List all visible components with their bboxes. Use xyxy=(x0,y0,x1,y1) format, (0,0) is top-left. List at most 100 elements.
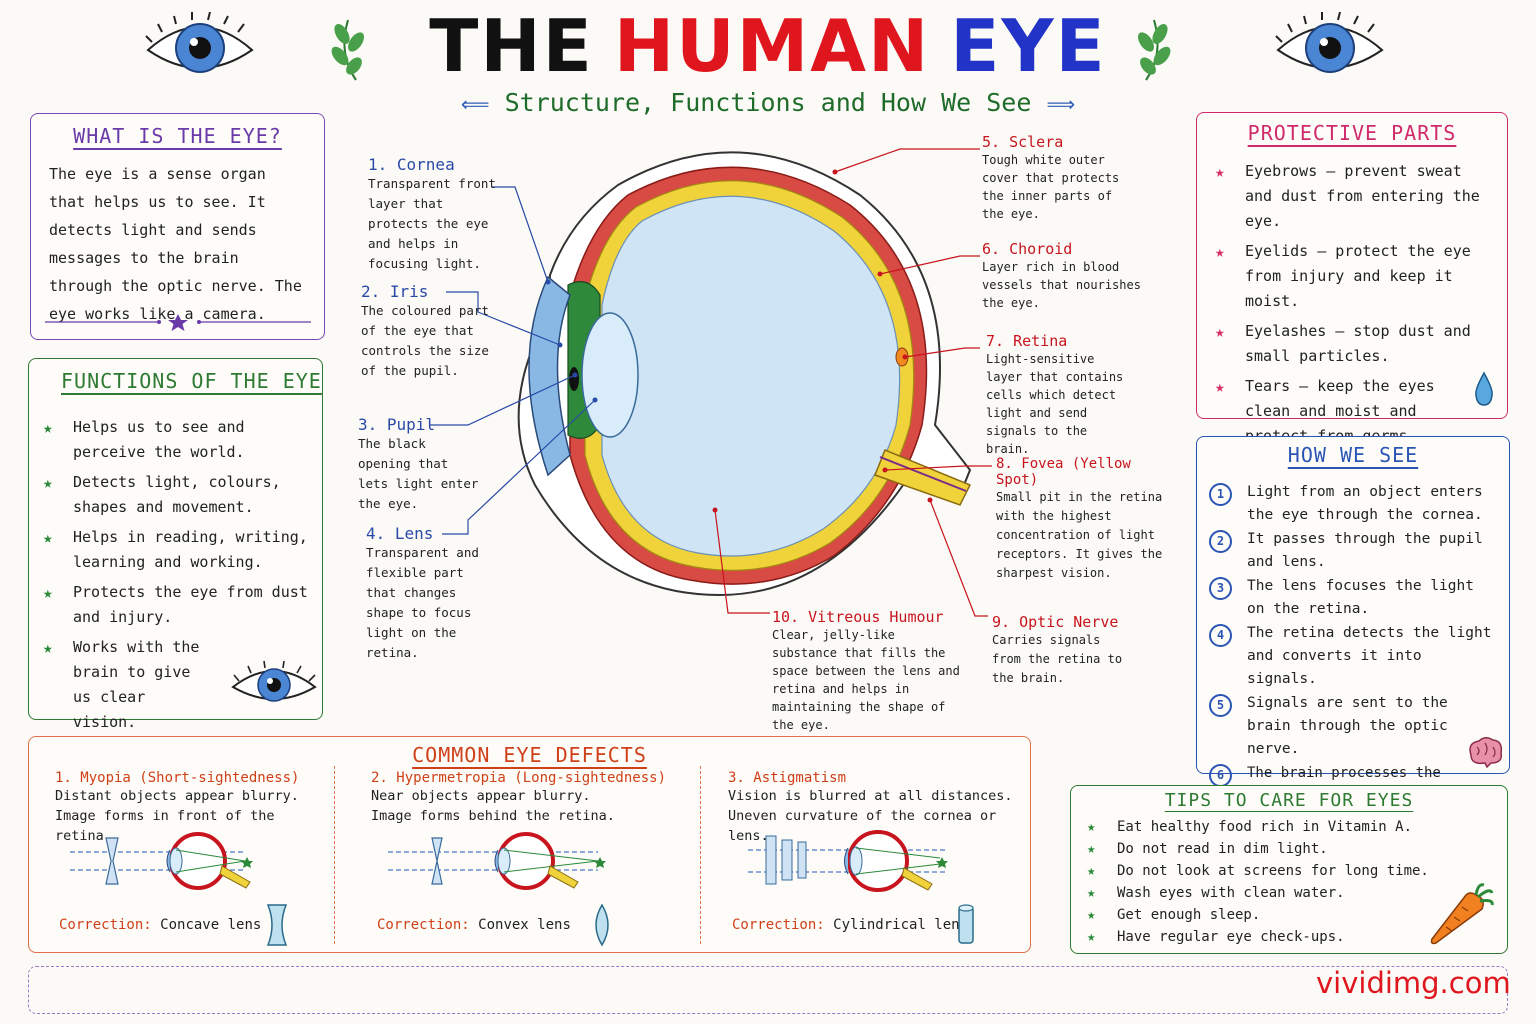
label-iris-desc: The coloured part of the eye that contro… xyxy=(361,303,489,378)
label-iris: 2. Iris The coloured part of the eye tha… xyxy=(361,282,491,381)
carrot-icon xyxy=(1430,883,1494,945)
list-item: ★Helps in reading, writing, learning and… xyxy=(43,528,308,571)
defect-astigmatism-correction: Correction: Cylindrical lens xyxy=(732,917,969,933)
label-sclera-desc: Tough white outer cover that protects th… xyxy=(982,153,1120,221)
protective-list: ★Eyebrows – prevent sweat and dust from … xyxy=(1197,145,1507,449)
brain-icon xyxy=(1469,737,1503,769)
list-item: ★Eyebrows – prevent sweat and dust from … xyxy=(1215,162,1480,230)
label-retina-desc: Light-sensitive layer that contains cell… xyxy=(986,352,1124,456)
defect-hypermetropia-title: 2. Hypermetropia (Long-sightedness) xyxy=(371,770,667,786)
label-lens: 4. Lens Transparent and flexible part th… xyxy=(366,524,496,663)
functions-panel: FUNCTIONS OF THE EYE ★Helps us to see an… xyxy=(28,358,323,731)
protective-parts-panel: PROTECTIVE PARTS ★Eyebrows – prevent swe… xyxy=(1196,112,1508,445)
how-we-see-heading: HOW WE SEE xyxy=(1287,443,1419,467)
defect-hypermetropia-line1: Near objects appear blurry. xyxy=(371,788,591,804)
defect-hypermetropia-correction: Correction: Convex lens xyxy=(377,917,571,933)
defect-hypermetropia-line2: Image forms behind the retina. xyxy=(371,808,615,824)
list-item: ★Do not read in dim light. xyxy=(1087,841,1328,857)
label-choroid-desc: Layer rich in blood vessels that nourish… xyxy=(982,260,1141,310)
label-cornea: 1. Cornea Transparent front layer that p… xyxy=(368,155,508,274)
title-word-the: THE xyxy=(429,4,594,88)
label-optic-nerve: 9. Optic Nerve Carries signals from the … xyxy=(992,613,1132,688)
pupil-shape xyxy=(569,367,579,391)
list-item: ★Eyelashes – stop dust and small particl… xyxy=(1215,322,1471,365)
cylindrical-lens-icon xyxy=(958,904,974,944)
vitreous-humour-shape xyxy=(601,195,901,557)
eye-cross-section-diagram xyxy=(517,151,972,597)
protective-heading: PROTECTIVE PARTS xyxy=(1247,121,1457,145)
functions-list: ★Helps us to see and perceive the world.… xyxy=(29,393,322,735)
label-pupil: 3. Pupil The black opening that lets lig… xyxy=(358,415,483,514)
defect-astigmatism-title: 3. Astigmatism xyxy=(728,770,847,786)
defect-myopia: 1. Myopia (Short-sightedness) Distant ob… xyxy=(55,770,330,846)
leaf-sprig-icon xyxy=(1138,19,1171,81)
label-choroid: 6. Choroid Layer rich in blood vessels t… xyxy=(982,240,1142,312)
label-choroid-name: 6. Choroid xyxy=(982,240,1073,258)
defect-astigmatism-line2: Uneven curvature of the cornea or lens. xyxy=(728,808,997,844)
defect-astigmatism: 3. Astigmatism Vision is blurred at all … xyxy=(728,770,1028,846)
defect-myopia-line1: Distant objects appear blurry. xyxy=(55,788,299,804)
title-word-eye: EYE xyxy=(950,4,1107,88)
tips-heading: TIPS TO CARE FOR EYES xyxy=(1164,790,1414,811)
page-subtitle: ⟸ Structure, Functions and How We See ⟹ xyxy=(0,88,1536,117)
label-pupil-desc: The black opening that lets light enter … xyxy=(358,436,479,511)
defect-myopia-line2: Image forms in front of the retina. xyxy=(55,808,275,844)
list-item: ★Have regular eye check-ups. xyxy=(1087,929,1345,945)
myopia-ray-diagram xyxy=(70,832,253,890)
fovea-shape xyxy=(895,347,909,367)
defect-hypermetropia: 2. Hypermetropia (Long-sightedness) Near… xyxy=(371,770,696,826)
label-optic-name: 9. Optic Nerve xyxy=(992,613,1119,631)
label-fovea-name: 8. Fovea (Yellow Spot) xyxy=(996,456,1131,488)
defects-divider xyxy=(700,766,701,944)
label-lens-name: 4. Lens xyxy=(366,524,434,543)
astigmatism-ray-diagram xyxy=(748,830,948,892)
defects-heading: COMMON EYE DEFECTS xyxy=(412,743,647,767)
arrow-right-icon: ⟹ xyxy=(1046,92,1076,116)
list-item: ★Protects the eye from dust and injury. xyxy=(43,583,308,626)
leaf-sprig-icon xyxy=(331,19,364,81)
label-iris-name: 2. Iris xyxy=(361,282,429,301)
defect-myopia-title: 1. Myopia (Short-sightedness) xyxy=(55,770,300,786)
label-vitreous-humour: 10. Vitreous Humour Clear, jelly-like su… xyxy=(772,608,967,734)
label-retina-name: 7. Retina xyxy=(986,332,1068,350)
label-pupil-name: 3. Pupil xyxy=(358,415,436,434)
watermark: vividimg.com xyxy=(1316,966,1511,1000)
hypermetropia-ray-diagram xyxy=(388,832,606,890)
list-item: ★Works with the brain to give us clear v… xyxy=(43,638,200,731)
list-item: ★Detects light, colours, shapes and move… xyxy=(43,473,281,516)
label-retina: 7. Retina Light-sensitive layer that con… xyxy=(986,332,1136,458)
optic-nerve-fibre xyxy=(879,456,967,492)
list-item: ★Get enough sleep. xyxy=(1087,907,1261,923)
list-item: ★Eat healthy food rich in Vitamin A. xyxy=(1087,819,1413,835)
label-cornea-name: 1. Cornea xyxy=(368,155,455,174)
what-is-text: The eye is a sense organ that helps us t… xyxy=(49,165,302,323)
bottom-dashed-bar xyxy=(28,966,1508,1014)
label-cornea-desc: Transparent front layer that protects th… xyxy=(368,176,496,271)
arrow-left-icon: ⟸ xyxy=(460,92,490,116)
tear-drop-icon xyxy=(1475,371,1493,406)
defects-divider xyxy=(334,766,335,944)
label-vitreous-desc: Clear, jelly-like substance that fills t… xyxy=(772,628,960,732)
what-is-heading: WHAT IS THE EYE? xyxy=(73,124,282,148)
label-sclera-name: 5. Sclera xyxy=(982,133,1064,151)
label-fovea: 8. Fovea (Yellow Spot) Small pit in the … xyxy=(996,456,1166,583)
list-item: ★Eyelids – protect the eye from injury a… xyxy=(1215,242,1471,310)
star-divider-icon xyxy=(45,314,311,331)
label-sclera: 5. Sclera Tough white outer cover that p… xyxy=(982,133,1122,223)
lens-shape xyxy=(581,312,639,438)
eye-icon xyxy=(145,12,254,73)
functions-heading: FUNCTIONS OF THE EYE xyxy=(61,369,322,393)
list-item: ★Wash eyes with clean water. xyxy=(1087,885,1345,901)
tips-panel: TIPS TO CARE FOR EYES ★Eat healthy food … xyxy=(1070,785,1508,954)
list-item: ★Do not look at screens for long time. xyxy=(1087,863,1429,879)
label-optic-desc: Carries signals from the retina to the b… xyxy=(992,633,1123,685)
concave-lens-icon xyxy=(266,904,288,946)
